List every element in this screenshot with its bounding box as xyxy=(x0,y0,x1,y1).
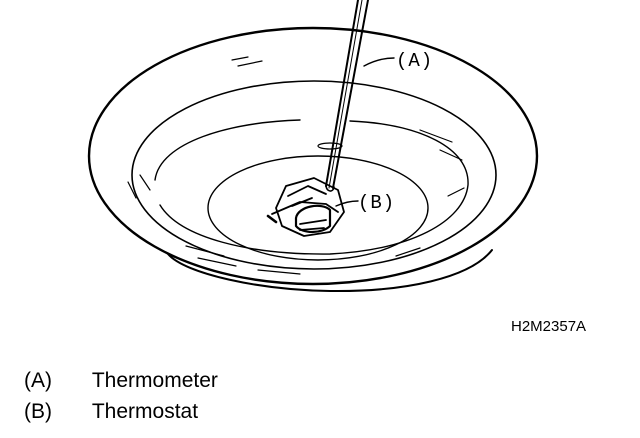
callout-a-label: (A) xyxy=(396,50,433,72)
legend-item-thermometer: (A) Thermometer xyxy=(24,368,218,394)
callout-b-leader xyxy=(335,200,359,207)
pan-base xyxy=(167,249,493,293)
legend-text: Thermostat xyxy=(91,400,199,423)
legend-key: (A) xyxy=(24,369,52,392)
callout-a-leader xyxy=(363,57,395,67)
pan-bottom xyxy=(207,155,429,261)
pan-rim-outer xyxy=(87,26,539,286)
thermostat xyxy=(266,177,345,237)
bowl-shading xyxy=(127,56,465,275)
legend-key: (B) xyxy=(24,400,52,423)
legend-item-thermostat: (B) Thermostat xyxy=(24,399,198,425)
figure-code: H2M2357A xyxy=(511,318,587,335)
water-surface xyxy=(154,119,469,255)
callout-b-label: (B) xyxy=(358,192,395,214)
pan-rim-inner xyxy=(131,80,497,270)
legend-text: Thermometer xyxy=(91,369,218,392)
